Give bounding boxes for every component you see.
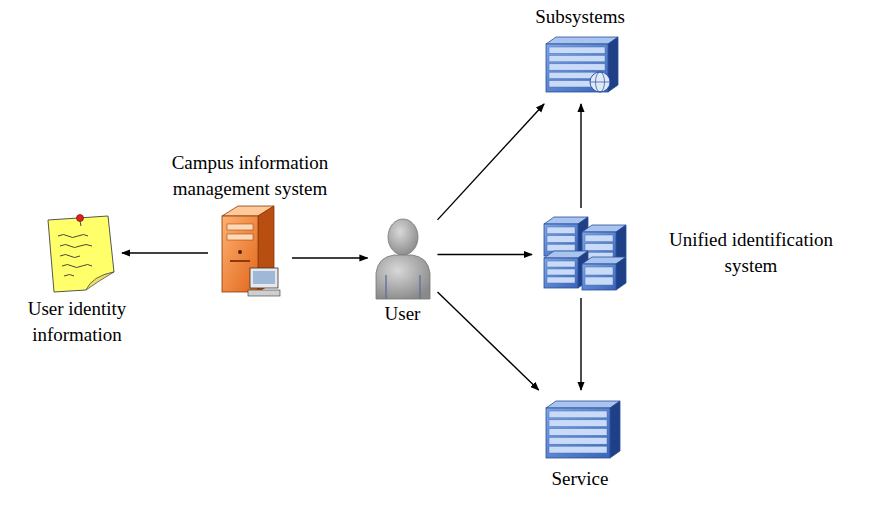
arrow-connector [438,104,545,220]
arrow-connector [292,257,368,258]
node-label: User [385,301,421,327]
node-label: Subsystems [535,4,625,30]
arrow-connector [438,254,533,255]
rack-icon [534,30,626,100]
arrow-connector [580,298,581,390]
arrow-connector [438,292,539,390]
icon-node: Unified identification system [536,212,866,294]
cluster-icon [536,212,632,294]
icon-node: User identity information [12,210,142,348]
arrow-connector [122,252,208,253]
plain-icon [534,394,626,466]
arrow-connector [580,104,581,208]
node-label: Unified identification system [646,227,856,279]
node-label: Service [552,466,609,492]
node-label: User identity information [17,296,137,348]
note-icon [36,210,118,296]
icon-node: Campus information management system [140,150,360,302]
user-icon [372,215,434,301]
node-label: Campus information management system [145,150,355,202]
icon-node: Subsystems [495,4,665,100]
icon-node: User [355,215,450,327]
icon-node: Service [495,394,665,492]
tower-icon [212,202,288,302]
